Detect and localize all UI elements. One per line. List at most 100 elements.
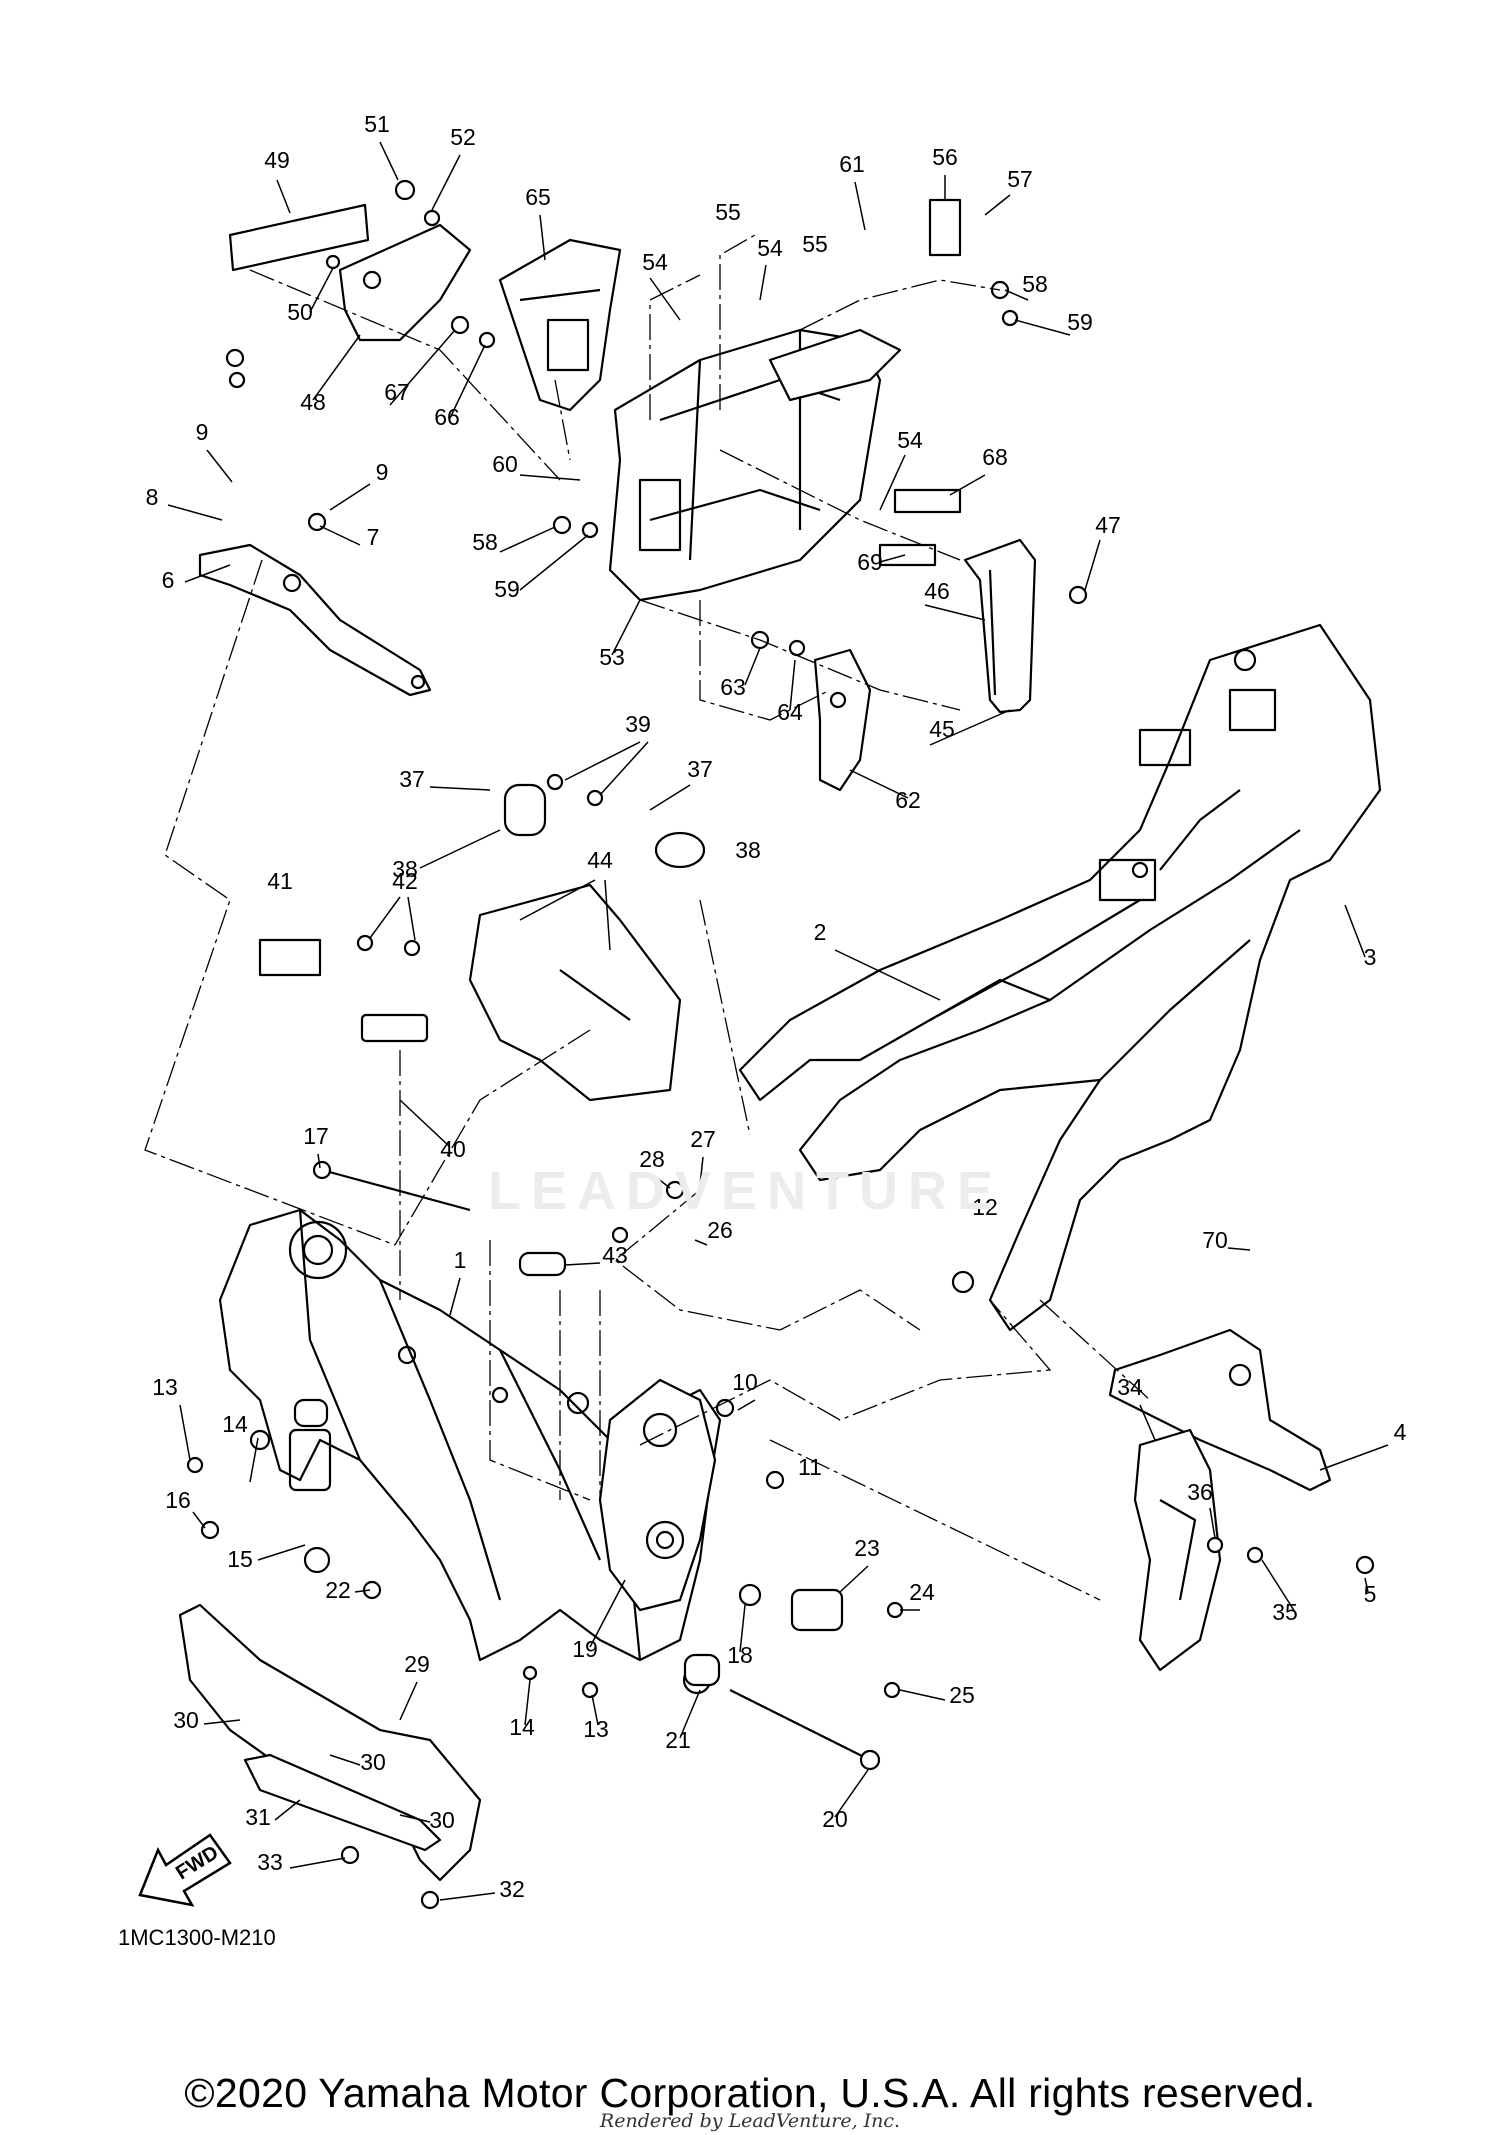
callout-34: 34 <box>1117 1374 1143 1400</box>
callout-14: 14 <box>509 1714 535 1740</box>
callout-58: 58 <box>1022 271 1048 297</box>
callout-labels: 1234567899101112131314141516171819202122… <box>146 111 1407 1902</box>
callout-28: 28 <box>639 1146 665 1172</box>
callout-39: 39 <box>625 711 651 737</box>
callout-68: 68 <box>982 444 1008 470</box>
callout-62: 62 <box>895 787 921 813</box>
callout-36: 36 <box>1187 1479 1213 1505</box>
callout-25: 25 <box>949 1682 975 1708</box>
callout-50: 50 <box>287 299 313 325</box>
callout-47: 47 <box>1095 512 1121 538</box>
callout-19: 19 <box>572 1636 598 1662</box>
reference-lines <box>144 234 1151 1601</box>
rendered-by-credit: Rendered by LeadVenture, Inc. <box>599 2110 901 2132</box>
bracket-48 <box>338 223 472 342</box>
callout-29: 29 <box>404 1651 430 1677</box>
bracket-62 <box>813 648 872 792</box>
callout-48: 48 <box>300 389 326 415</box>
callout-16: 16 <box>165 1487 191 1513</box>
callout-7: 7 <box>367 524 380 550</box>
callout-20: 20 <box>822 1806 848 1832</box>
copyright-notice: ©2020 Yamaha Motor Corporation, U.S.A. A… <box>184 2070 1316 2116</box>
callout-4: 4 <box>1394 1419 1407 1445</box>
callout-60: 60 <box>492 451 518 477</box>
callout-45: 45 <box>929 716 955 742</box>
leader-lines <box>167 141 1389 1901</box>
callout-70: 70 <box>1202 1227 1228 1253</box>
bracket-4 <box>1108 1328 1332 1492</box>
lower-cover-31 <box>243 1753 442 1852</box>
callout-6: 6 <box>162 567 175 593</box>
callout-53: 53 <box>599 644 625 670</box>
callout-69: 69 <box>857 549 883 575</box>
callout-43: 43 <box>602 1242 628 1268</box>
callout-64: 64 <box>777 699 803 725</box>
callout-37: 37 <box>687 756 713 782</box>
callout-2: 2 <box>814 919 827 945</box>
callout-13: 13 <box>583 1716 609 1742</box>
callout-32: 32 <box>499 1876 525 1902</box>
callout-59: 59 <box>494 576 520 602</box>
callout-54: 54 <box>897 427 923 453</box>
callout-58: 58 <box>472 529 498 555</box>
callout-1: 1 <box>454 1247 467 1273</box>
callout-51: 51 <box>364 111 390 137</box>
watermark: LEADVENTURE <box>488 1161 1004 1221</box>
forward-arrow-icon: FWD <box>138 1833 232 1907</box>
callout-11: 11 <box>798 1454 822 1480</box>
rubber-mounts <box>258 198 962 1687</box>
callout-13: 13 <box>152 1374 178 1400</box>
callout-59: 59 <box>1067 309 1093 335</box>
bracket-65 <box>498 238 622 412</box>
callout-38: 38 <box>392 856 418 882</box>
callout-31: 31 <box>245 1804 271 1830</box>
callout-30: 30 <box>429 1807 455 1833</box>
bolt-20 <box>729 1689 881 1771</box>
callout-18: 18 <box>727 1642 753 1668</box>
callout-26: 26 <box>707 1217 733 1243</box>
callout-17: 17 <box>303 1123 329 1149</box>
small-hardware <box>186 179 1375 1910</box>
callout-66: 66 <box>434 404 460 430</box>
callout-49: 49 <box>264 147 290 173</box>
callout-9: 9 <box>376 459 389 485</box>
callout-65: 65 <box>525 184 551 210</box>
callout-33: 33 <box>257 1849 283 1875</box>
callout-67: 67 <box>384 379 410 405</box>
callout-63: 63 <box>720 674 746 700</box>
callout-21: 21 <box>665 1727 691 1753</box>
callout-42: 42 <box>392 868 418 894</box>
plate-45 <box>963 538 1037 714</box>
callout-38: 38 <box>735 837 761 863</box>
bolt-17 <box>312 1160 471 1212</box>
callout-14: 14 <box>222 1411 248 1437</box>
stay-6 <box>198 543 432 697</box>
callout-9: 9 <box>196 419 209 445</box>
battery-box <box>608 328 902 602</box>
callout-15: 15 <box>227 1546 253 1572</box>
callout-41: 41 <box>267 868 293 894</box>
callout-37: 37 <box>399 766 425 792</box>
callout-55: 55 <box>802 231 828 257</box>
callout-52: 52 <box>450 124 476 150</box>
rear-frame-assembly <box>738 623 1382 1332</box>
callout-61: 61 <box>839 151 865 177</box>
shield-44 <box>468 883 682 1102</box>
callout-8: 8 <box>146 484 159 510</box>
callout-55: 55 <box>715 199 741 225</box>
diagram-code: 1MC1300-M210 <box>118 1925 276 1950</box>
callout-30: 30 <box>173 1707 199 1733</box>
foam-49 <box>228 203 370 272</box>
callout-24: 24 <box>909 1579 935 1605</box>
callout-35: 35 <box>1272 1599 1298 1625</box>
callout-27: 27 <box>690 1126 716 1152</box>
callout-46: 46 <box>924 578 950 604</box>
pivot-bracket <box>598 1378 717 1612</box>
cover-34 <box>1133 1428 1222 1672</box>
callout-44: 44 <box>587 847 613 873</box>
callout-23: 23 <box>854 1535 880 1561</box>
callout-40: 40 <box>440 1136 466 1162</box>
callout-22: 22 <box>325 1577 351 1603</box>
callout-57: 57 <box>1007 166 1033 192</box>
